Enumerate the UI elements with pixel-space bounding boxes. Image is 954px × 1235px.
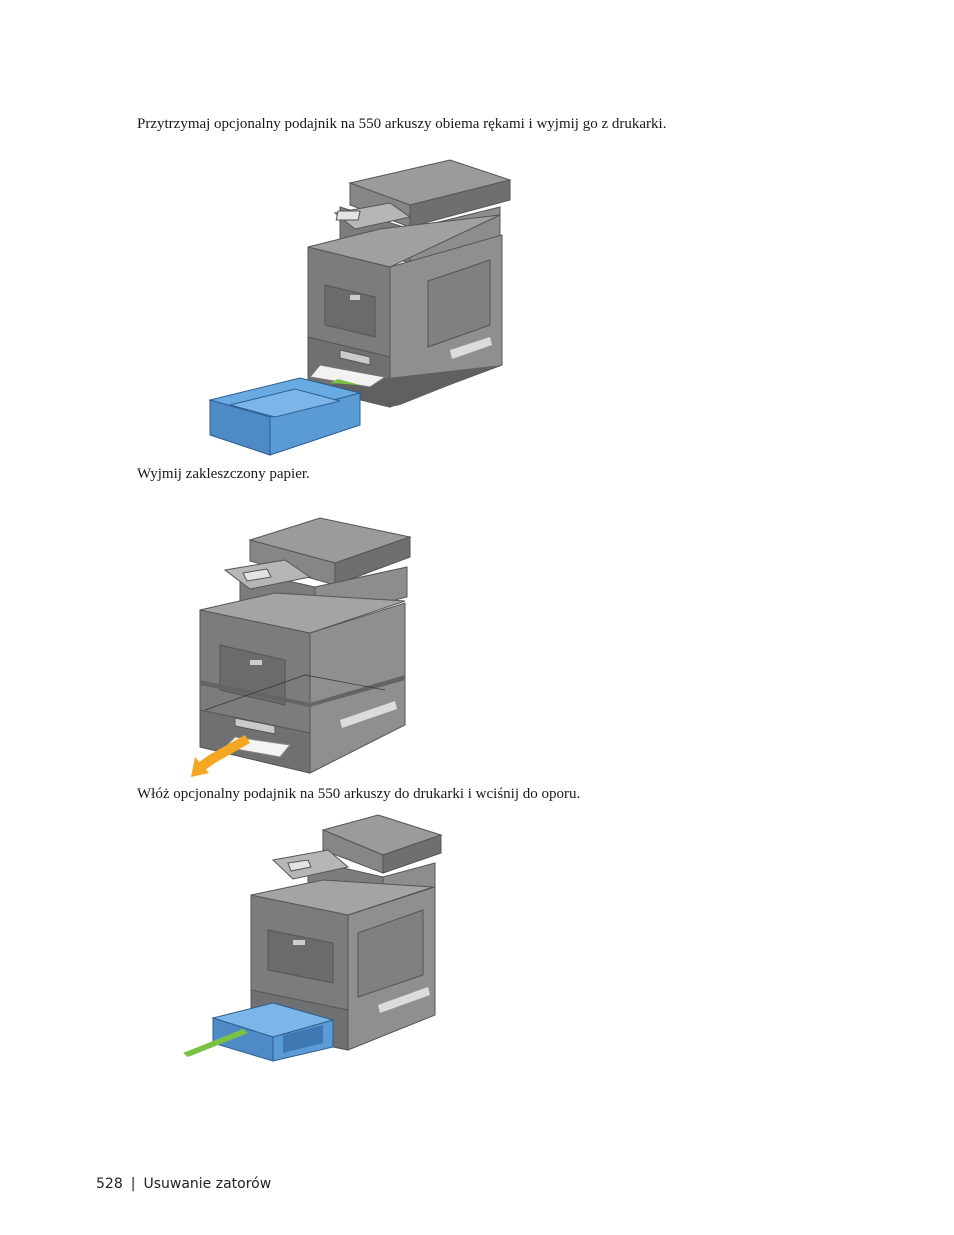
- footer-separator: |: [130, 1176, 136, 1192]
- page-number: 528: [96, 1176, 123, 1192]
- printer-insert-tray-illustration: [183, 814, 443, 1062]
- printer-remove-paper-illustration: [191, 517, 412, 777]
- page-footer: 528 | Usuwanie zatorów: [96, 1176, 271, 1192]
- step-2-text: Wyjmij zakleszczony papier.: [137, 466, 310, 482]
- step-1-text: Przytrzymaj opcjonalny podajnik na 550 a…: [137, 116, 667, 132]
- step-3-text: Włóż opcjonalny podajnik na 550 arkuszy …: [137, 786, 581, 802]
- printer-remove-tray-illustration: [208, 159, 512, 456]
- section-title: Usuwanie zatorów: [143, 1176, 272, 1192]
